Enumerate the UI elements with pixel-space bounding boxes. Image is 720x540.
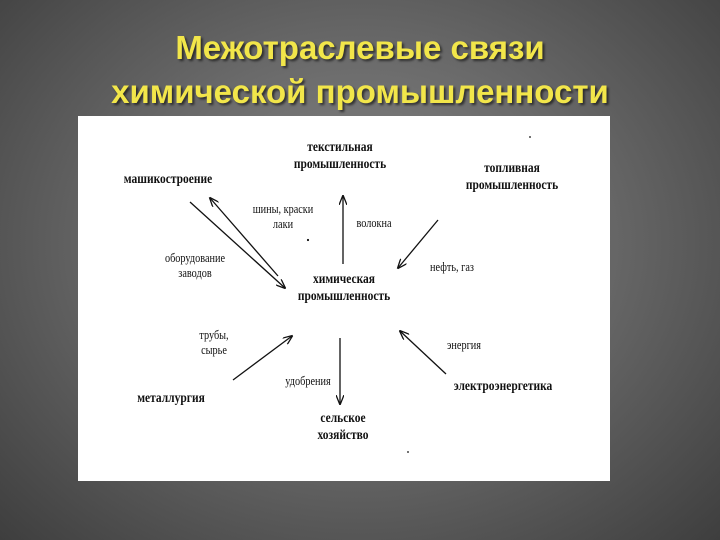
node-machine-building: машикостроение bbox=[123, 172, 213, 187]
node-agriculture: сельское хозяйство bbox=[317, 411, 369, 443]
label-pipes-raw: трубы, сырье bbox=[199, 328, 229, 357]
arrow-to-machine bbox=[210, 198, 279, 277]
speck-dot bbox=[529, 136, 531, 138]
node-metallurgy: металлургия bbox=[137, 391, 205, 406]
arrow-from-metallurgy bbox=[232, 336, 292, 381]
speck-dot bbox=[407, 451, 409, 453]
label-fibers: волокна bbox=[356, 216, 392, 230]
node-chemical-industry: химическая промышленность bbox=[297, 272, 391, 304]
label-equipment: оборудование заводов bbox=[164, 251, 226, 280]
arrow-from-machine bbox=[189, 201, 285, 288]
node-textile-industry: текстильная промышленность bbox=[293, 140, 387, 172]
slide-title: Межотраслевые связи химической промышлен… bbox=[0, 26, 720, 114]
diagram-arrows bbox=[189, 136, 531, 453]
node-fuel-industry: топливная промышленность bbox=[465, 161, 559, 193]
slide-title-line-2: химической промышленности bbox=[111, 73, 609, 110]
label-oil-gas: нефть, газ bbox=[430, 260, 474, 274]
arrow-from-fuel bbox=[398, 219, 439, 268]
label-tires-paints: шины, краски лаки bbox=[252, 202, 314, 231]
diagram-panel: химическая промышленность текстильная пр… bbox=[78, 116, 610, 481]
slide-title-line-1: Межотраслевые связи bbox=[175, 29, 545, 66]
label-energy: энергия bbox=[447, 338, 481, 352]
label-fertilizer: удобрения bbox=[285, 374, 331, 388]
speck-dot bbox=[306, 238, 310, 242]
arrow-from-power bbox=[400, 331, 447, 375]
node-power-industry: электроэнергетика bbox=[453, 379, 553, 394]
